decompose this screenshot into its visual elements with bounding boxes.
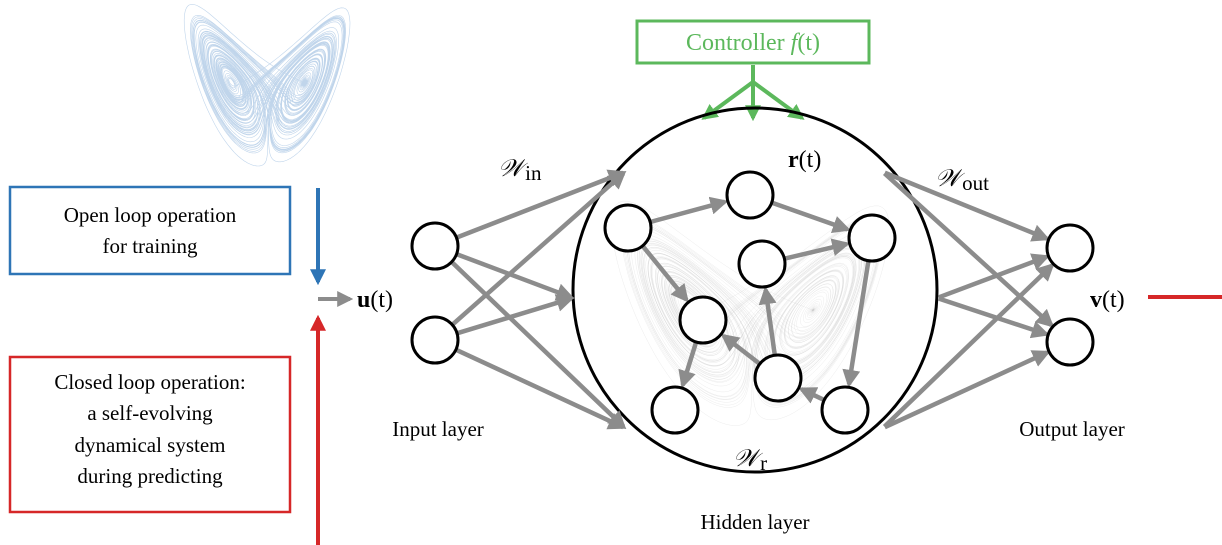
output-node [1045, 223, 1095, 273]
reservoir-node [650, 385, 700, 435]
output-connection-arrow [883, 350, 1051, 430]
output-layer-label: Output layer [1019, 417, 1125, 441]
reservoir-node [678, 295, 728, 345]
input-weight-label: 𝒲in [498, 156, 542, 185]
reservoir-connection-arrow [842, 260, 871, 388]
reservoir-connection-arrow [678, 341, 699, 389]
output-connection-arrow [938, 253, 1050, 300]
reservoir-node [847, 213, 897, 263]
input-connection-arrow [455, 169, 627, 240]
hidden-layer-circle [571, 106, 939, 474]
reservoir-connection-arrow [783, 238, 851, 261]
input-signal-label: u(t) [357, 287, 393, 313]
output-weight-label: 𝒲out [935, 166, 989, 195]
output-connection-arrow [884, 170, 1051, 242]
lorenz-attractor-image [183, 4, 351, 167]
output-signal-label: v(t) [1090, 287, 1125, 313]
output-connection-arrow [882, 262, 1055, 429]
closed-loop-line-3: dynamical system [74, 433, 225, 457]
output-connection-arrow [882, 171, 1055, 328]
reservoir-connection-arrow [640, 244, 689, 303]
input-connection-arrow [450, 260, 627, 430]
input-node [410, 315, 460, 365]
input-connection-arrow [454, 347, 627, 430]
closed-loop-line-1: Closed loop operation: [54, 370, 245, 394]
reservoir-connection-arrow [798, 387, 826, 404]
feedback-loop [310, 295, 1222, 545]
reservoir-connection-arrow [758, 286, 778, 356]
closed-loop-line-4: during predicting [77, 464, 223, 488]
open-loop-line-2: for training [102, 234, 198, 258]
output-node [1045, 317, 1095, 367]
input-connection-arrow [456, 294, 575, 336]
reservoir-connection-arrow [770, 200, 851, 234]
reservoir-node [820, 385, 870, 435]
reservoir-node [737, 239, 787, 289]
reservoir-connection-arrow [649, 196, 729, 225]
closed-loop-box: Closed loop operation: a self-evolving d… [8, 355, 292, 514]
output-connection-arrow [938, 296, 1050, 339]
input-node [410, 221, 460, 271]
input-connection-arrow [455, 252, 575, 301]
reservoir-node [603, 203, 653, 253]
controller-box: Controller f(t) [635, 19, 871, 65]
reservoir-node [753, 353, 803, 403]
nodes [410, 170, 1095, 435]
reservoir-connection-arrow [720, 333, 762, 366]
input-connection-arrow [450, 170, 627, 327]
open-loop-line-1: Open loop operation [64, 203, 237, 227]
open-loop-box: Open loop operation for training [8, 185, 292, 276]
reservoir-weight-label: 𝒲r [733, 446, 767, 475]
closed-loop-line-2: a self-evolving [87, 401, 213, 425]
input-layer-label: Input layer [392, 417, 484, 441]
reservoir-node [725, 170, 775, 220]
connections [450, 169, 1055, 430]
controller-label: Controller f(t) [686, 30, 820, 56]
hidden-layer-label: Hidden layer [700, 510, 809, 534]
reservoir-signal-label: r(t) [788, 147, 821, 173]
